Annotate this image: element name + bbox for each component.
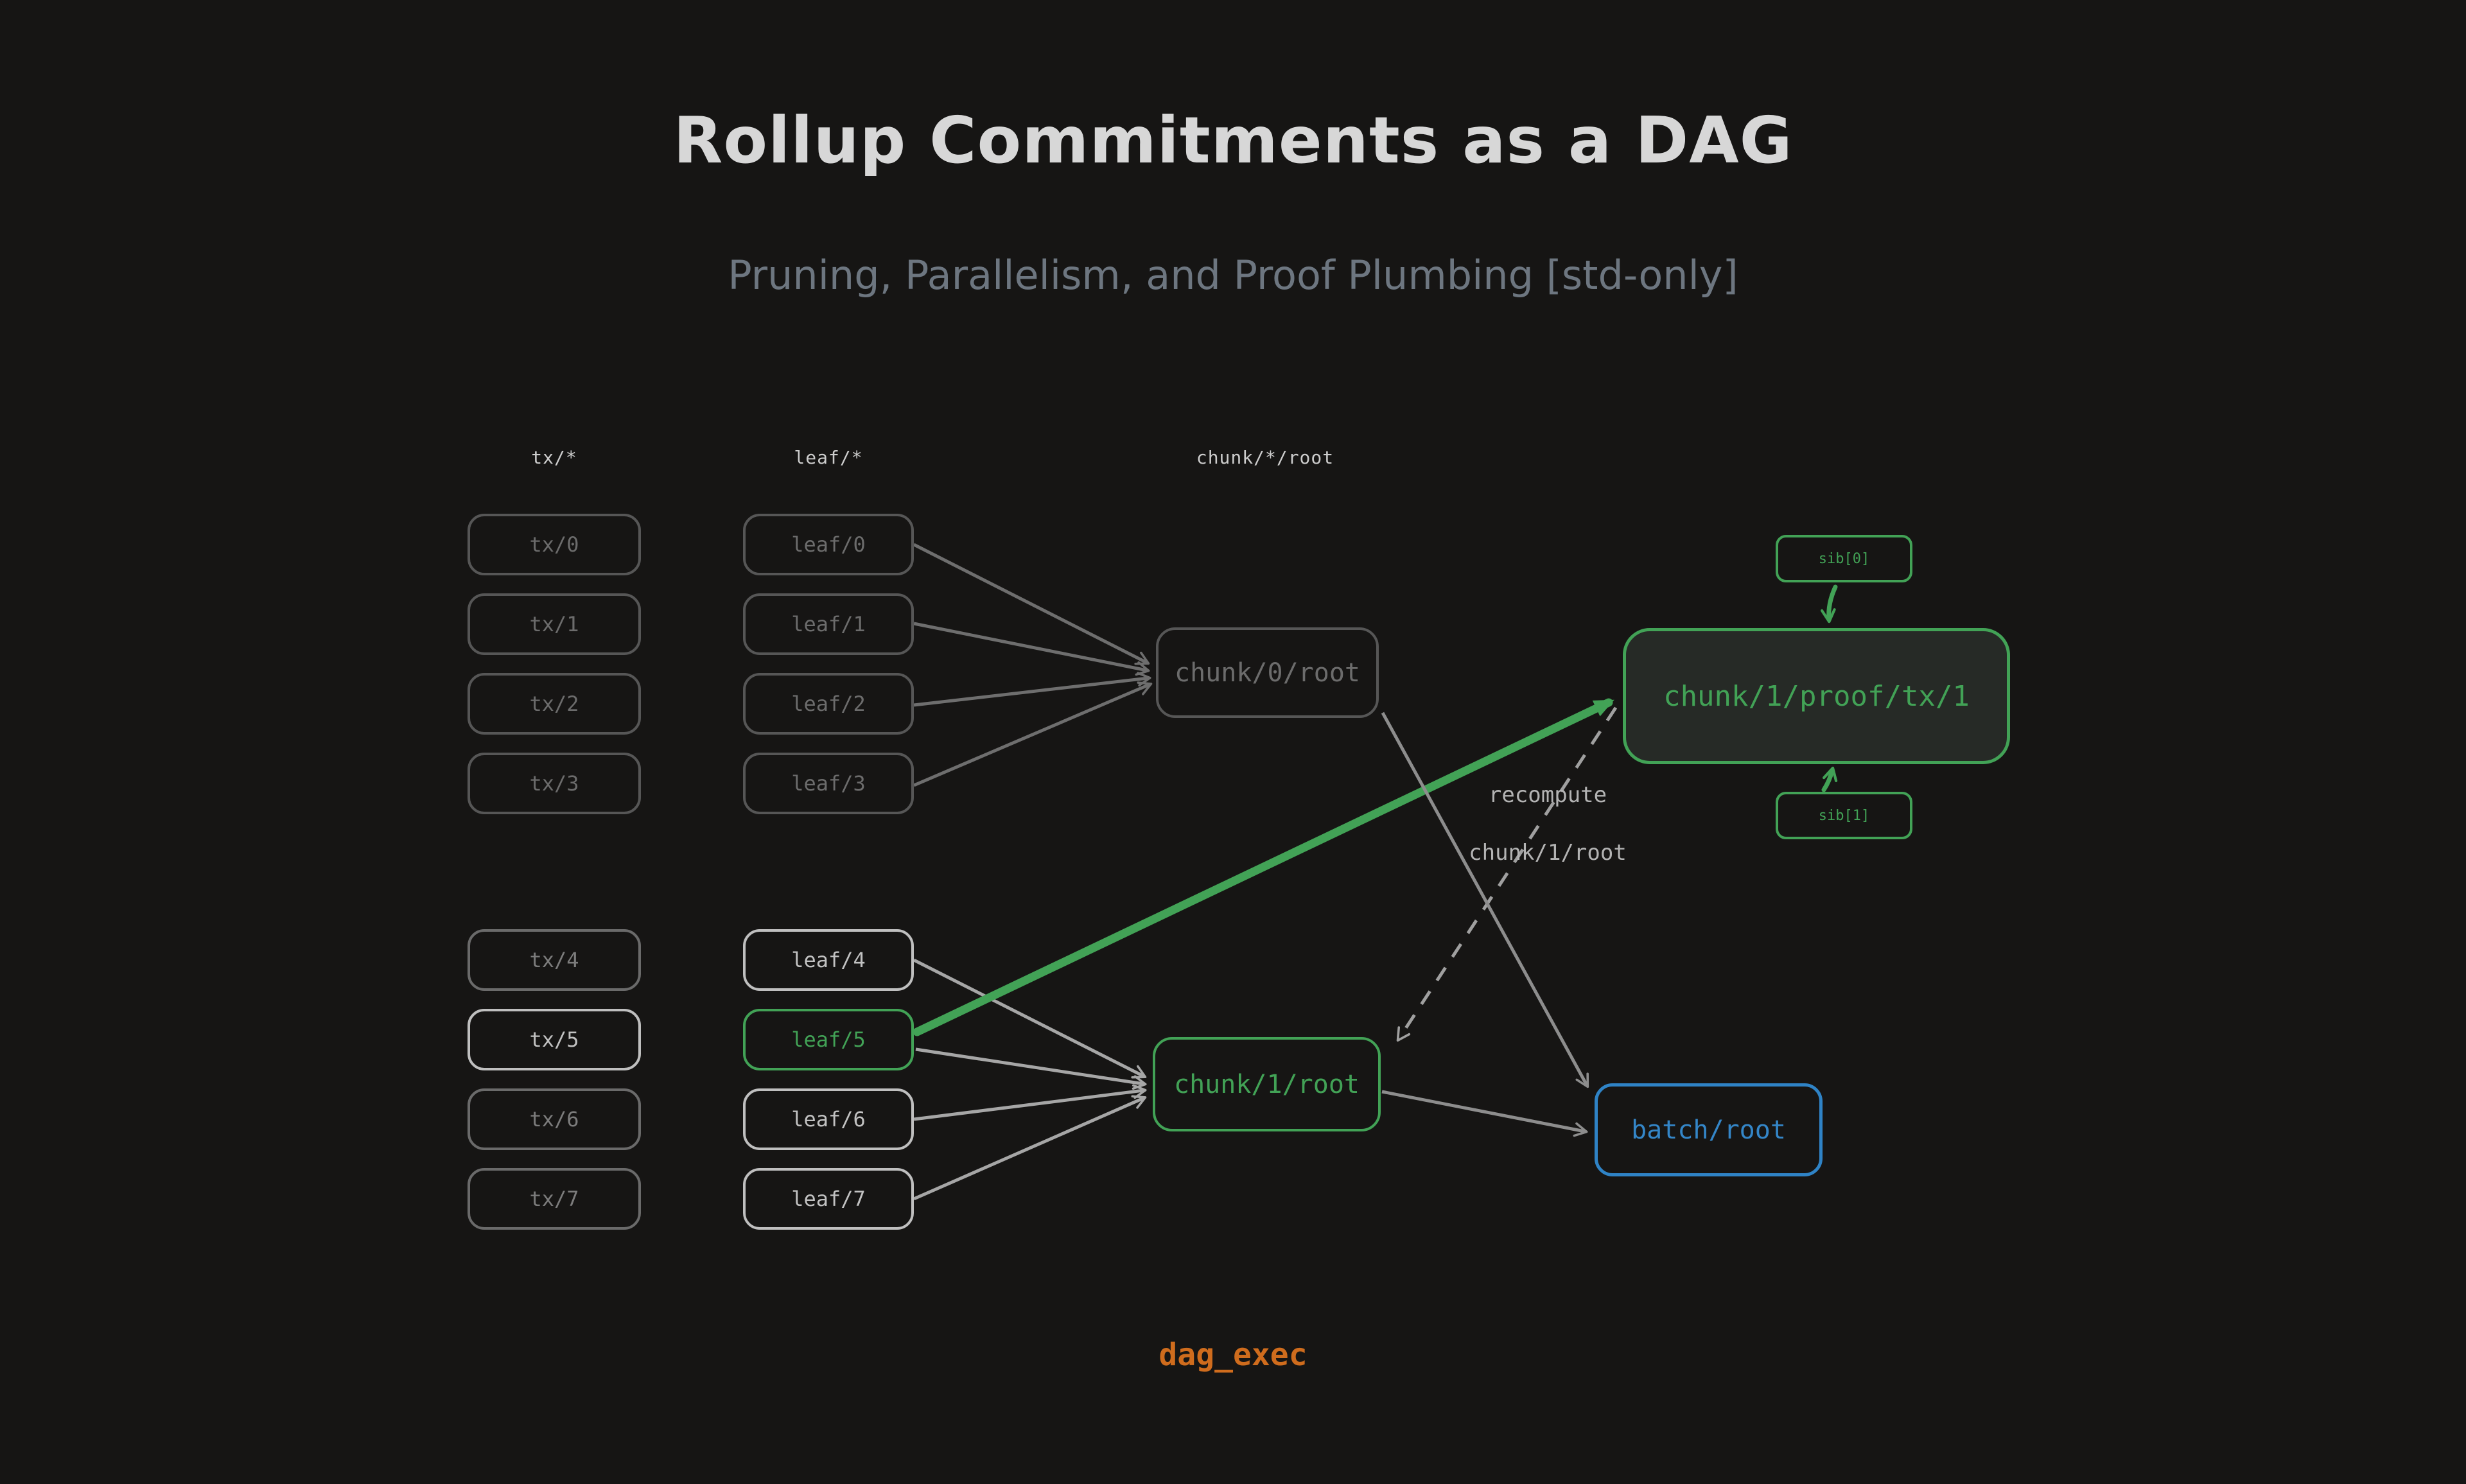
node-tx7: tx/7	[468, 1168, 641, 1230]
column-header-tx: tx/*	[531, 447, 577, 468]
edge-leaf4-chunk1	[913, 958, 1147, 1079]
page-title: Rollup Commitments as a DAG	[673, 103, 1793, 178]
node-leaf7: leaf/7	[743, 1168, 914, 1230]
recompute-line1: recompute	[1488, 782, 1607, 808]
edge-leaf7-chunk1	[913, 1095, 1147, 1201]
node-leaf0: leaf/0	[743, 514, 914, 575]
edge-chunk1-batch	[1381, 1090, 1588, 1137]
edge-proof-chunk1-dashed	[1396, 706, 1618, 1042]
node-tx6: tx/6	[468, 1088, 641, 1150]
edge-sib0-proof	[1820, 584, 1838, 624]
recompute-annotation: recompute chunk/1/root	[1419, 781, 1676, 868]
edge-leaf5-chunk1	[915, 1047, 1147, 1090]
column-header-chunk: chunk/*/root	[1196, 447, 1334, 468]
node-chunk0-root: chunk/0/root	[1156, 627, 1379, 718]
edge-sib1-proof	[1821, 766, 1838, 792]
recompute-line2: chunk/1/root	[1469, 839, 1627, 866]
node-tx3: tx/3	[468, 753, 641, 814]
node-leaf5: leaf/5	[743, 1009, 914, 1070]
node-tx0: tx/0	[468, 514, 641, 575]
edge-leaf0-chunk0	[913, 543, 1150, 665]
edge-leaf3-chunk0	[913, 681, 1153, 787]
node-leaf4: leaf/4	[743, 929, 914, 991]
page-subtitle: Pruning, Parallelism, and Proof Plumbing…	[728, 252, 1738, 299]
node-leaf6: leaf/6	[743, 1088, 914, 1150]
node-tx1: tx/1	[468, 593, 641, 655]
node-tx4: tx/4	[468, 929, 641, 991]
edge-chunk0-batch	[1381, 711, 1589, 1088]
edge-leaf2-chunk0	[913, 672, 1151, 707]
footer-label: dag_exec	[1159, 1337, 1307, 1373]
node-leaf1: leaf/1	[743, 593, 914, 655]
node-leaf3: leaf/3	[743, 753, 914, 814]
edge-leaf1-chunk0	[913, 622, 1150, 676]
node-chunk1-root: chunk/1/root	[1153, 1037, 1381, 1131]
column-header-leaf: leaf/*	[794, 447, 863, 468]
node-chunk1-proof-tx1: chunk/1/proof/tx/1	[1623, 628, 2010, 764]
node-tx2: tx/2	[468, 673, 641, 735]
node-sib0: sib[0]	[1776, 535, 1912, 582]
edge-leaf6-chunk1	[913, 1084, 1147, 1121]
node-sib1: sib[1]	[1776, 792, 1912, 839]
node-leaf2: leaf/2	[743, 673, 914, 735]
node-batch-root: batch/root	[1595, 1083, 1823, 1176]
node-tx5: tx/5	[468, 1009, 641, 1070]
